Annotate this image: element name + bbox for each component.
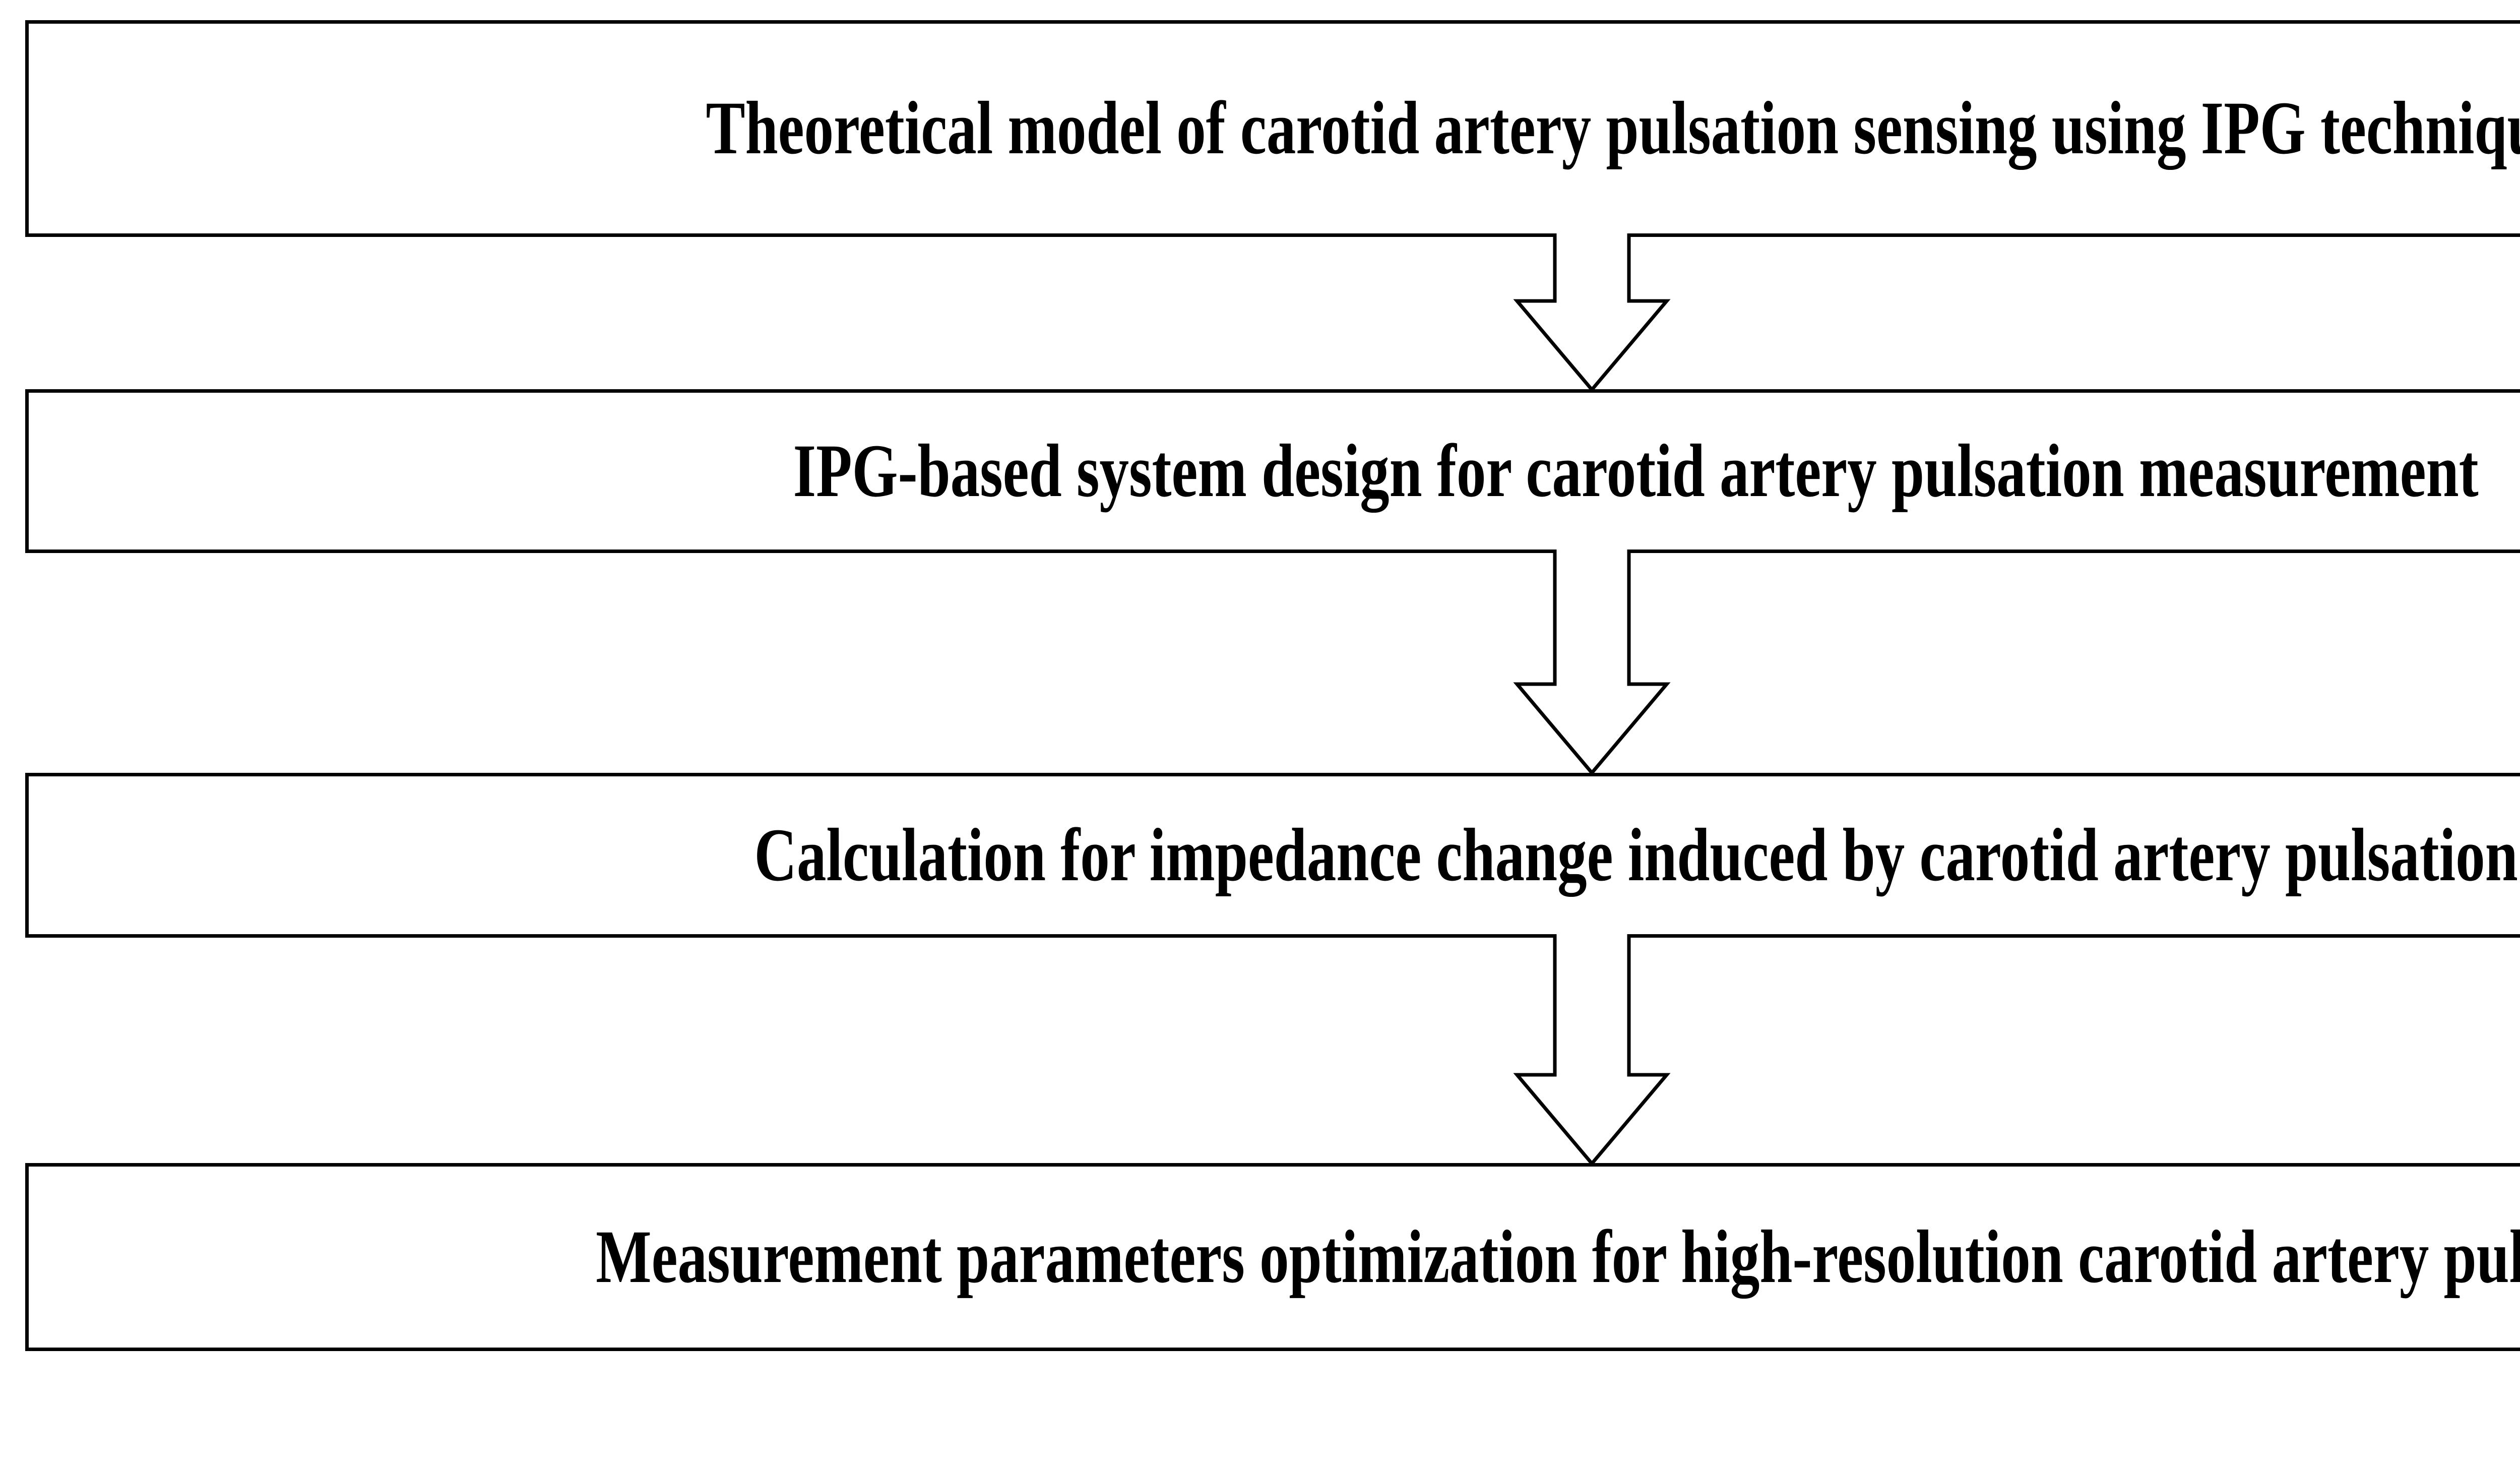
flowchart-node-1-label: Theoretical model of carotid artery puls… [706,86,2520,170]
flowchart-arrow-2 [1513,548,1671,776]
flowchart-node-2-label: IPG-based system design for carotid arte… [793,429,2479,513]
flowchart-arrow-3 [1513,933,1671,1167]
flowchart-arrow-1 [1513,232,1671,393]
flowchart-node-1[interactable]: Theoretical model of carotid artery puls… [25,20,2520,237]
flowchart-node-3-label: Calculation for impedance change induced… [754,813,2518,897]
down-arrow-icon [1513,934,1671,1167]
down-arrow-icon [1513,550,1671,776]
flowchart-node-3[interactable]: Calculation for impedance change induced… [25,773,2520,938]
flowchart-node-4-label: Measurement parameters optimization for … [595,1214,2520,1299]
flowchart-node-4[interactable]: Measurement parameters optimization for … [25,1163,2520,1351]
down-arrow-icon [1513,233,1671,393]
flowchart-node-2[interactable]: IPG-based system design for carotid arte… [25,389,2520,553]
